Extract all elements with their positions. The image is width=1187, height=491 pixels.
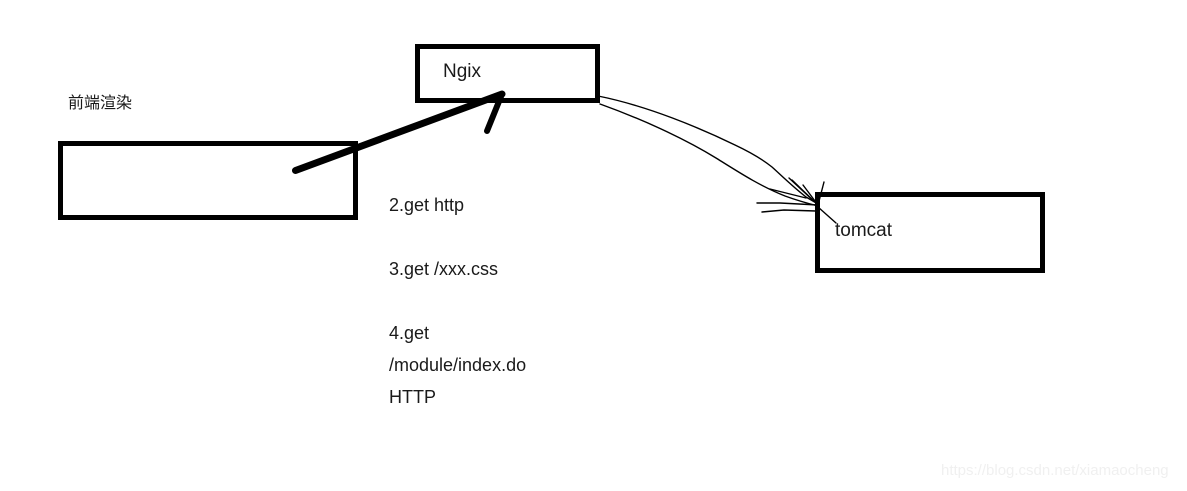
node-tomcat-box bbox=[815, 192, 1045, 273]
note-step-4-line2: /module/index.do bbox=[389, 355, 527, 375]
connector-ngix-to-tomcat-icon bbox=[597, 95, 837, 224]
note-step-4-line1: 4.get bbox=[389, 323, 430, 343]
node-ngix-label: Ngix bbox=[443, 61, 482, 82]
note-step-3: 3.get /xxx.css bbox=[389, 259, 499, 279]
watermark-text: https://blog.csdn.net/xiamaocheng bbox=[941, 462, 1169, 479]
note-step-2: 2.get http bbox=[389, 195, 465, 215]
node-tomcat-label: tomcat bbox=[835, 220, 893, 241]
note-step-4-line3: HTTP bbox=[389, 387, 436, 407]
node-frontend-box bbox=[58, 141, 358, 220]
node-frontend-caption: 前端渲染 bbox=[68, 95, 133, 112]
